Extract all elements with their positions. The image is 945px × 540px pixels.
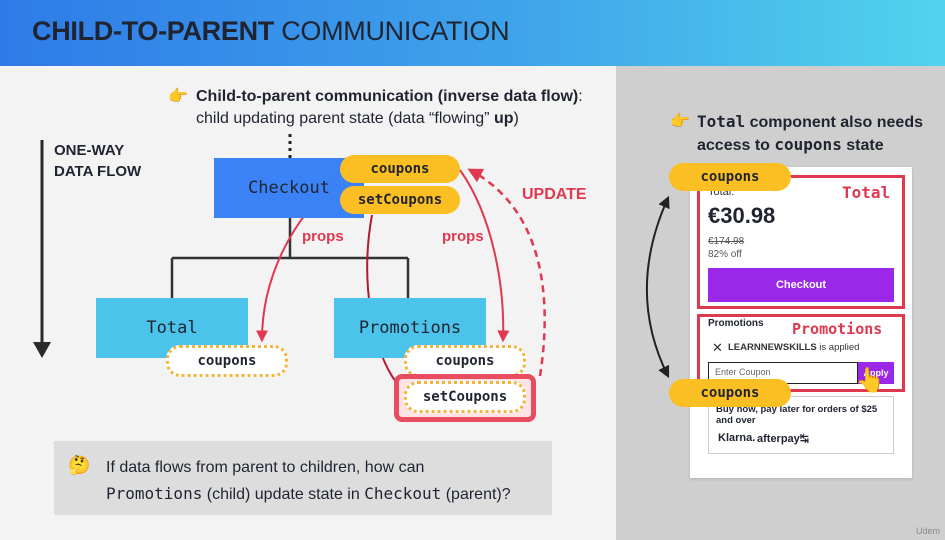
bnpl-box bbox=[708, 396, 894, 454]
promotions-setcoupons-prop: setCoupons bbox=[404, 381, 526, 413]
checkout-mockup-card bbox=[690, 167, 912, 478]
afterpay-logo: afterpay↹ bbox=[757, 433, 810, 445]
total-highlight-frame bbox=[697, 175, 905, 309]
checkout-setcoupons-state: setCoupons bbox=[340, 186, 460, 214]
watermark: Udem bbox=[916, 526, 941, 536]
checkout-component: Checkout bbox=[214, 158, 364, 218]
total-coupons-prop: coupons bbox=[166, 345, 288, 377]
remove-coupon-icon[interactable]: ✕ bbox=[712, 340, 723, 355]
update-arrow bbox=[467, 168, 546, 377]
right-note: Total component also needs access to cou… bbox=[697, 112, 923, 154]
klarna-logo: Klarna. bbox=[718, 432, 756, 444]
bnpl-text: Buy now, pay later for orders of $25 and… bbox=[716, 404, 878, 426]
one-way-arrow-head bbox=[33, 342, 51, 358]
discount-text: 82% off bbox=[708, 249, 742, 260]
header-bar: CHILD-TO-PARENT COMMUNICATION bbox=[0, 0, 945, 66]
mockup-checkout-button[interactable]: Checkout bbox=[708, 268, 894, 302]
pointing-hand-icon-right: 👉 bbox=[670, 113, 690, 130]
mockup-coupons-pill-bottom: coupons bbox=[669, 379, 791, 407]
slide-title: CHILD-TO-PARENT COMMUNICATION bbox=[32, 16, 510, 46]
applied-coupon-text: LEARNNEWSKILLS is applied bbox=[728, 342, 860, 353]
props-label-left: props bbox=[302, 228, 344, 245]
intro-note: Child-to-parent communication (inverse d… bbox=[196, 88, 583, 127]
apply-coupon-button[interactable]: Apply bbox=[858, 362, 894, 384]
question-box bbox=[54, 441, 552, 515]
checkout-coupons-state: coupons bbox=[340, 155, 460, 183]
question-text: If data flows from parent to children, h… bbox=[106, 459, 511, 503]
price-value: €30.98 bbox=[708, 203, 776, 228]
total-tag: Total bbox=[842, 183, 891, 202]
pointing-hand-icon: 👉 bbox=[168, 88, 188, 105]
thinking-face-icon: 🤔 bbox=[68, 455, 91, 475]
promotions-coupons-prop: coupons bbox=[404, 345, 526, 377]
promotions-highlight-frame bbox=[697, 314, 905, 392]
update-label: UPDATE bbox=[522, 186, 587, 203]
old-price: €174.98 bbox=[708, 236, 745, 247]
hand-cursor-icon: 👆 bbox=[855, 367, 885, 394]
afterpay-icon: ↹ bbox=[799, 433, 810, 445]
props-label-right: props bbox=[442, 228, 484, 245]
promotions-tag: Promotions bbox=[792, 320, 883, 338]
shared-state-arrow bbox=[646, 195, 670, 379]
one-way-data-flow-label: ONE-WAY DATA FLOW bbox=[54, 142, 142, 180]
promotions-section-label: Promotions bbox=[708, 318, 764, 329]
mockup-coupons-pill-top: coupons bbox=[669, 163, 791, 191]
props-arrow-to-promotions bbox=[459, 169, 510, 343]
